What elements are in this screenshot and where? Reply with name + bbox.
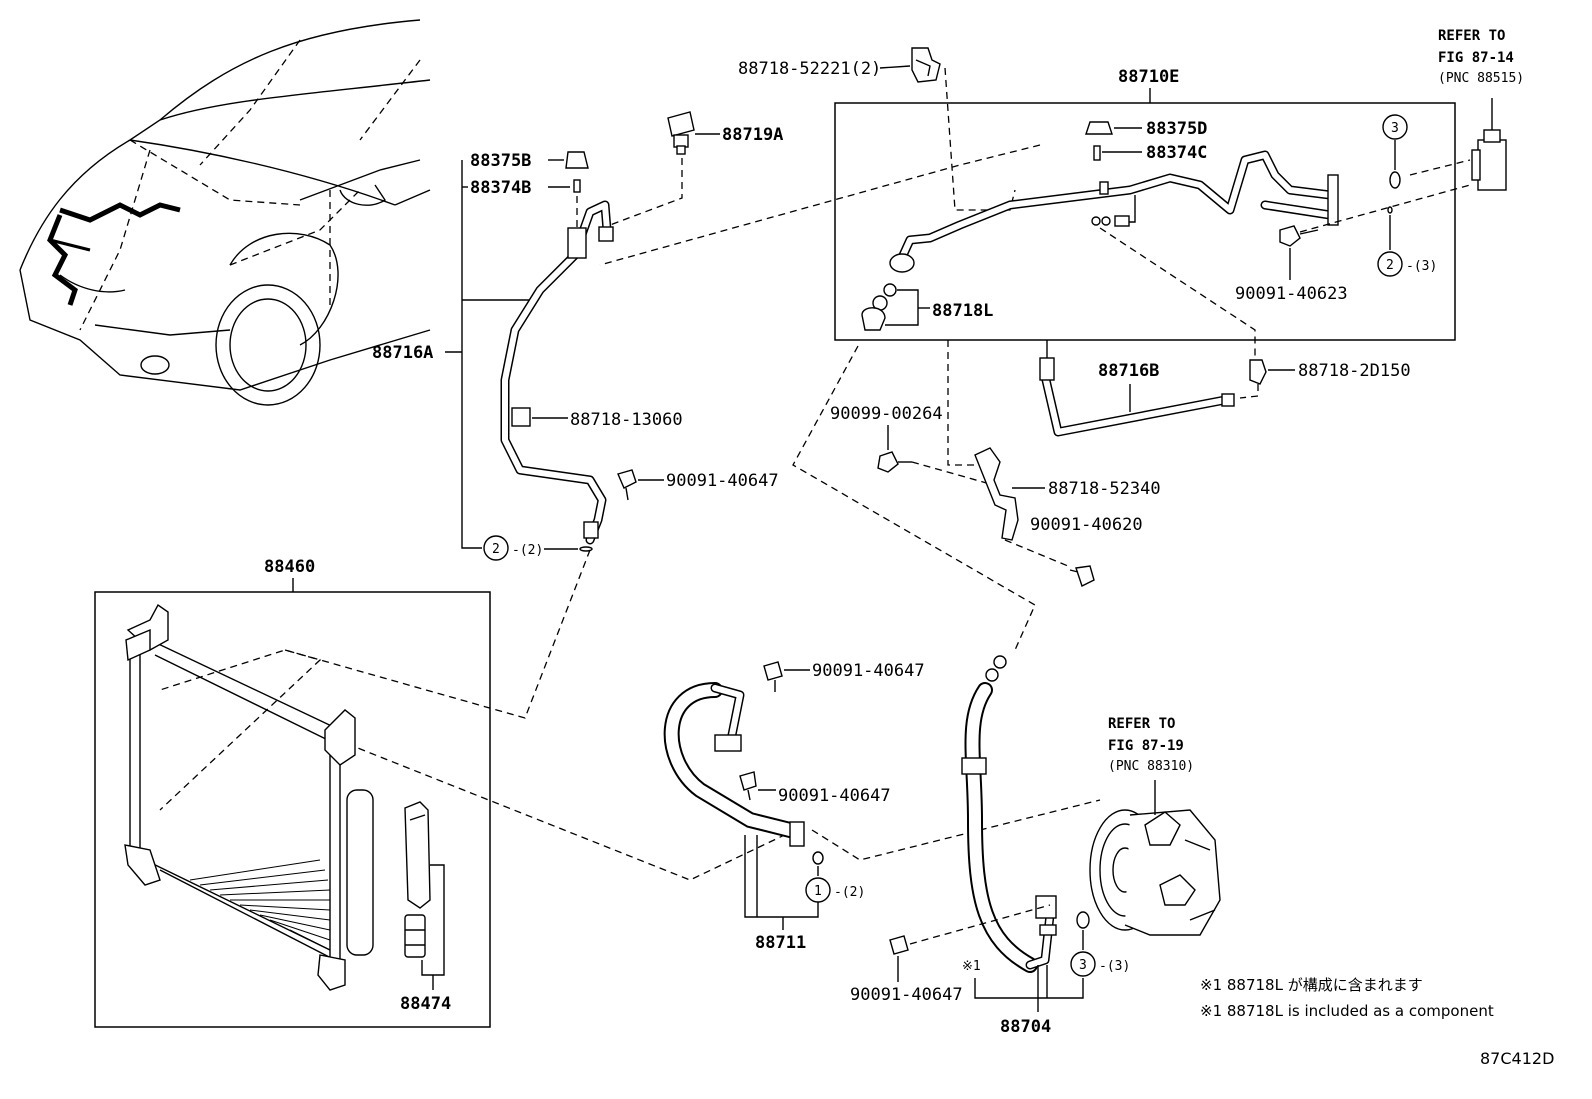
note-english: ※1 88718L is included as a component [1200, 1002, 1494, 1020]
qty-2-3-right: -(3) [1406, 259, 1437, 274]
label-88460: 88460 [264, 557, 315, 577]
ref-top-line1: REFER TO [1438, 28, 1505, 44]
pipe-88716B [1039, 357, 1235, 437]
label-88375B: 88375B [470, 151, 531, 171]
label-88711: 88711 [755, 933, 806, 953]
qty-1-2: -(2) [834, 885, 865, 900]
ref-top-line2: FIG 87-14 [1438, 50, 1514, 66]
mark-x1: ※1 [962, 959, 981, 974]
vehicle-outline-illustration [19, 19, 431, 406]
bolt-90091-40647-c [739, 771, 757, 791]
compressor-88310 [1089, 809, 1221, 936]
ref-compressor-line2: FIG 87-19 [1108, 738, 1184, 754]
note-japanese: ※1 88718L が構成に含まれます [1200, 976, 1423, 994]
circled-2-left: 2 [492, 542, 500, 557]
hose-88704 [961, 682, 1057, 973]
label-88718-2D150: 88718-2D150 [1298, 361, 1411, 381]
label-88710E: 88710E [1118, 67, 1179, 87]
clip-88718-2D150 [1249, 359, 1267, 385]
label-88375D: 88375D [1146, 119, 1207, 139]
bolt-90091-40647-a [617, 469, 637, 489]
pipe-88710E [889, 150, 1339, 273]
label-90091-40620: 90091-40620 [1030, 515, 1143, 535]
assembly-box-88710E [834, 102, 1456, 341]
qty-3-3: -(3) [1099, 959, 1130, 974]
label-88474: 88474 [400, 994, 451, 1014]
label-88718-52221: 88718-52221(2) [738, 59, 881, 79]
circled-3-bottom: 3 [1079, 958, 1087, 973]
pipe-88716A [500, 200, 614, 545]
label-90091-40647-a: 90091-40647 [666, 471, 779, 491]
figure-code: 87C412D [1480, 1049, 1554, 1068]
ref-compressor-line3: (PNC 88310) [1108, 759, 1194, 774]
label-90091-40623: 90091-40623 [1235, 284, 1348, 304]
desiccant-88474 [404, 801, 431, 958]
bracket-88718-52340 [974, 447, 1019, 541]
condenser-88460 [124, 603, 374, 991]
cap-88375B [565, 151, 589, 169]
label-88374C: 88374C [1146, 143, 1207, 163]
pressure-switch-88719A [667, 111, 695, 155]
circled-3-top: 3 [1391, 121, 1399, 136]
hose-88711 [663, 682, 805, 847]
clip-88718-13060 [511, 407, 531, 427]
label-88718-52340: 88718-52340 [1048, 479, 1161, 499]
label-90091-40647-b: 90091-40647 [812, 661, 925, 681]
label-88716A: 88716A [372, 343, 433, 363]
cap-88375D [1085, 121, 1113, 135]
ref-compressor-line1: REFER TO [1108, 716, 1175, 732]
bolt-90099-00264 [877, 451, 899, 473]
clip-88718-52221 [911, 47, 941, 83]
label-88718-13060: 88718-13060 [570, 410, 683, 430]
label-88704: 88704 [1000, 1017, 1051, 1037]
label-90091-40647-d: 90091-40647 [850, 985, 963, 1005]
assembly-box-88460 [94, 591, 491, 1028]
circled-2-right: 2 [1386, 258, 1394, 273]
circled-1: 1 [814, 884, 822, 899]
label-88374B: 88374B [470, 178, 531, 198]
label-90091-40647-c: 90091-40647 [778, 786, 891, 806]
qty-2-2-left: -(2) [512, 543, 543, 558]
label-88718L: 88718L [932, 301, 993, 321]
bolt-90091-40623 [1279, 225, 1319, 247]
valve-core-88374C [1093, 145, 1101, 161]
expansion-valve-88515 [1471, 98, 1507, 191]
bolt-90091-40647-d [889, 935, 909, 955]
ref-top-line3: (PNC 88515) [1438, 71, 1524, 86]
valve-core-88374B [573, 179, 581, 193]
bolt-90091-40647-b [763, 661, 783, 681]
label-88716B: 88716B [1098, 361, 1159, 381]
label-88719A: 88719A [722, 125, 783, 145]
bolt-90091-40620 [1075, 565, 1095, 587]
label-90099-00264: 90099-00264 [830, 404, 943, 424]
